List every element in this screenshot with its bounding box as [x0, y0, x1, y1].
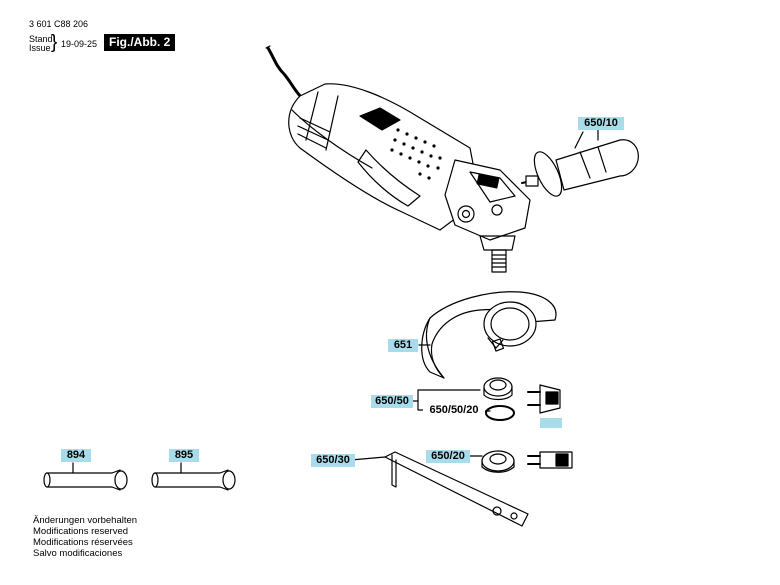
- accessory-disc-icon-upper: [527, 384, 561, 414]
- callout-895: 895: [169, 449, 199, 462]
- callout-650-30: 650/30: [311, 454, 355, 467]
- legal-line-en: Modifications reserved: [33, 526, 129, 537]
- legal-line-fr: Modifications réservées: [33, 537, 133, 548]
- document-number: 3 601 C88 206: [29, 19, 89, 29]
- callout-651: 651: [388, 339, 418, 352]
- callout-894: 894: [61, 449, 91, 462]
- figure-label: Fig./Abb. 2: [104, 34, 176, 51]
- angle-grinder-body: [288, 83, 531, 273]
- stand-label: Stand: [29, 34, 53, 44]
- tube-894: [43, 462, 128, 491]
- o-ring: [485, 405, 515, 421]
- clamping-nut: [467, 450, 515, 473]
- callout-650-10: 650/10: [578, 117, 624, 130]
- legal-line-de: Änderungen vorbehalten: [33, 515, 138, 526]
- issue-label: Issue: [29, 43, 51, 53]
- callout-650-50-20: 650/50/20: [423, 404, 485, 417]
- accessory-disc-icon-lower: [527, 451, 573, 469]
- two-pin-spanner: [350, 451, 529, 527]
- brace-glyph: }: [51, 32, 58, 53]
- blank-callout-tag: [540, 418, 562, 428]
- tube-895: [151, 462, 236, 491]
- mounting-flange: [483, 377, 513, 401]
- callout-650-50: 650/50: [371, 395, 413, 408]
- power-cord: [265, 45, 304, 100]
- callout-650-20: 650/20: [426, 450, 470, 463]
- issue-date: 19-09-25: [61, 39, 98, 49]
- wheel-guard: [418, 291, 557, 379]
- legal-line-es: Salvo modificaciones: [33, 548, 123, 559]
- side-handle: [521, 131, 639, 197]
